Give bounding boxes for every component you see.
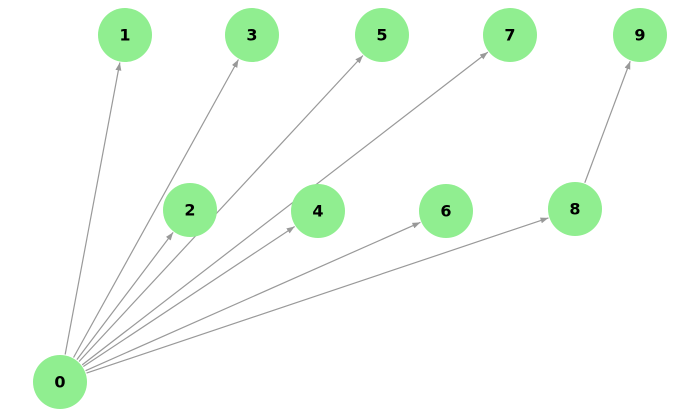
node-9 [613, 8, 667, 62]
edge-0-6 [85, 221, 421, 372]
edge-0-7 [81, 51, 489, 366]
node-3 [225, 8, 279, 62]
node-7 [483, 8, 537, 62]
node-2 [163, 183, 217, 237]
node-4 [291, 184, 345, 238]
edge-0-4 [83, 225, 295, 368]
node-5 [355, 8, 409, 62]
node-1 [98, 8, 152, 62]
edge-0-5 [78, 55, 364, 362]
edge-0-3 [73, 59, 239, 358]
edge-0-1 [64, 62, 122, 355]
node-6 [419, 184, 473, 238]
node-8 [548, 182, 602, 236]
edges-layer [64, 51, 631, 374]
node-0 [33, 355, 87, 409]
edge-8-9 [584, 61, 631, 183]
edge-0-8 [86, 217, 549, 374]
edge-0-2 [76, 231, 174, 361]
